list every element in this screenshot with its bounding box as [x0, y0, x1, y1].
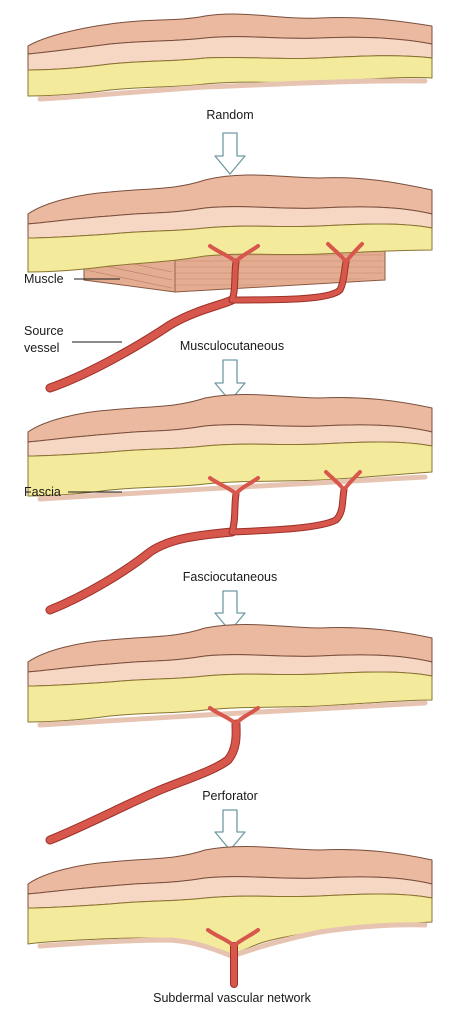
random-flap-block: [28, 14, 432, 99]
stage-label-random: Random: [206, 108, 253, 122]
vessel-tree-fasciocutaneous: [50, 472, 360, 610]
stage-label-perforator: Perforator: [202, 789, 258, 803]
muscle-label: Muscle: [24, 272, 64, 286]
musculocutaneous-flap-block: [28, 175, 432, 388]
stage-label-subdermal: Subdermal vascular network: [153, 991, 311, 1005]
subdermal-flap-block: [28, 846, 432, 984]
down-arrow-icon: [215, 810, 245, 850]
down-arrow-icon: [215, 133, 245, 174]
perforator-flap-block: [28, 624, 432, 840]
source-vessel-label-line1: Source: [24, 324, 64, 338]
source-vessel-label-line2: vessel: [24, 341, 59, 355]
stage-label-fasciocutaneous: Fasciocutaneous: [183, 570, 278, 584]
stage-label-musculocutaneous: Musculocutaneous: [180, 339, 284, 353]
fascia-label: Fascia: [24, 485, 61, 499]
